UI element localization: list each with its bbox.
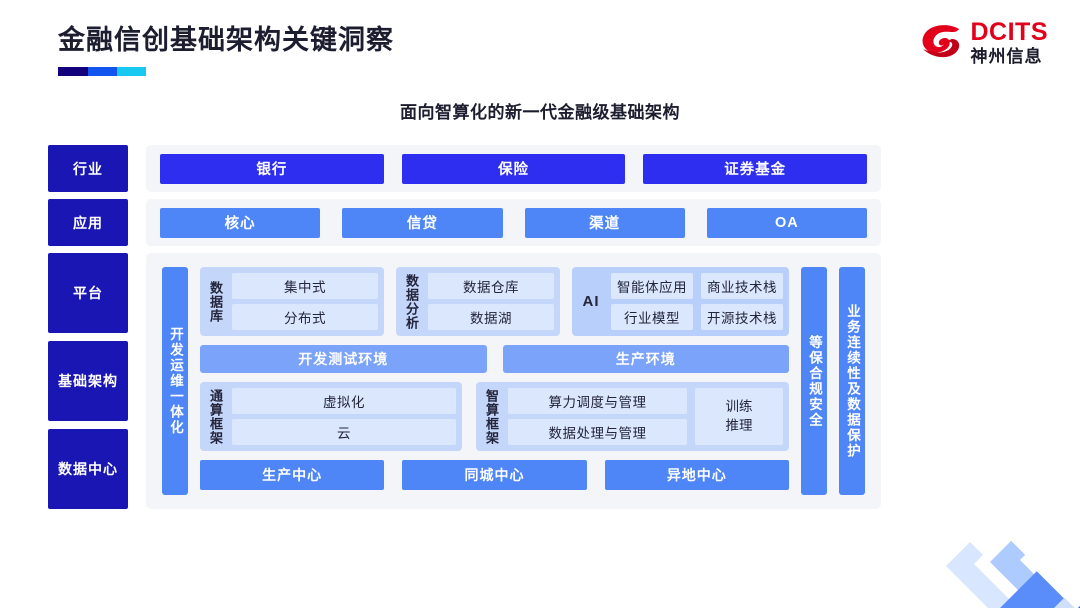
group-ai: AI 智能体应用 商业技术栈 行业模型 开源技术栈 [572,267,789,336]
page-title: 金融信创基础架构关键洞察 [58,25,394,55]
stack-label-column: 平台 基础架构 数据中心 [48,253,128,509]
architecture-diagram: 行业 银行 保险 证券基金 应用 核心 信贷 渠道 OA 平台 基础架构 数据中… [48,145,881,509]
group-title-intelligent-compute: 智算框架 [484,388,499,445]
corner-decoration [850,438,1080,608]
dcits-swirl-icon [922,24,959,57]
group-title-ai: AI [582,293,600,310]
deco-stripe [1000,571,1080,608]
stack-body-panel: 开发运维一体化 数据库 集中式 分布式 数据分析 数 [146,253,881,509]
chip-opensource-stack[interactable]: 开源技术栈 [701,304,783,330]
chip-data-warehouse[interactable]: 数据仓库 [428,273,554,299]
group-items-general-compute: 虚拟化 云 [232,388,456,445]
deco-stripe [990,540,1080,608]
environment-row: 开发测试环境 生产环境 [200,345,789,373]
dc-production-center[interactable]: 生产中心 [200,460,385,490]
group-items-data-analysis: 数据仓库 数据湖 [428,273,554,330]
chip-cloud[interactable]: 云 [232,419,456,445]
layer-stack: 平台 基础架构 数据中心 开发运维一体化 数据库 集中式 分布式 [48,253,881,509]
chip-centralized[interactable]: 集中式 [232,273,378,299]
group-intelligent-compute-framework: 智算框架 算力调度与管理 数据处理与管理 训练 推理 [476,382,789,451]
group-items-intelligent-compute: 算力调度与管理 数据处理与管理 训练 推理 [508,388,783,445]
intelligent-chip-stack: 算力调度与管理 数据处理与管理 [508,388,687,445]
platform-groups-row: 数据库 集中式 分布式 数据分析 数据仓库 数据湖 [200,267,789,336]
app-item-channel[interactable]: 渠道 [524,207,685,238]
deco-stripe [974,552,1080,608]
train-label: 训练 [725,399,753,415]
group-title-data-analysis: 数据分析 [404,273,419,330]
inference-label: 推理 [725,417,753,433]
chip-compute-scheduling[interactable]: 算力调度与管理 [508,388,687,414]
chip-industry-model[interactable]: 行业模型 [611,304,693,330]
deco-stripe [1020,531,1080,608]
env-dev-test[interactable]: 开发测试环境 [200,345,487,373]
stack-center-column: 数据库 集中式 分布式 数据分析 数据仓库 数据湖 [200,267,789,495]
dc-local-center[interactable]: 同城中心 [402,460,587,490]
group-items-database: 集中式 分布式 [232,273,378,330]
slide-header: 金融信创基础架构关键洞察 [58,18,394,76]
chip-train-inference[interactable]: 训练 推理 [695,388,783,445]
brand-logo: DCITS 神州信息 [919,20,1049,65]
deco-stripe [1062,574,1080,608]
diagram-subtitle: 面向智算化的新一代金融级基础架构 [400,103,680,122]
chip-data-processing[interactable]: 数据处理与管理 [508,419,687,445]
logo-wordmark: DCITS 神州信息 [970,18,1049,66]
logo-cn-text: 神州信息 [970,47,1043,66]
layer-label-industry: 行业 [48,145,128,192]
app-item-oa[interactable]: OA [706,207,867,238]
datacenter-row: 生产中心 同城中心 异地中心 [200,460,789,490]
layer-label-application: 应用 [48,199,128,246]
industry-item-securities-fund[interactable]: 证券基金 [643,153,868,184]
deco-stripe [1046,597,1080,608]
layer-application-body: 核心 信贷 渠道 OA [146,199,881,246]
chip-commercial-stack[interactable]: 商业技术栈 [701,273,783,299]
rule-segment-2 [87,67,117,76]
layer-label-platform: 平台 [48,253,128,333]
title-underline-rule [58,67,146,76]
group-title-database: 数据库 [208,280,223,323]
rule-segment-1 [58,67,88,76]
group-database: 数据库 集中式 分布式 [200,267,384,336]
rule-segment-3 [116,67,146,76]
app-item-credit[interactable]: 信贷 [342,207,503,238]
group-items-ai: 智能体应用 商业技术栈 行业模型 开源技术栈 [611,273,783,330]
chip-data-lake[interactable]: 数据湖 [428,304,554,330]
group-data-analysis: 数据分析 数据仓库 数据湖 [396,267,560,336]
layer-industry-body: 银行 保险 证券基金 [146,145,881,192]
side-bar-compliance-security[interactable]: 等保合规安全 [801,267,827,495]
group-title-general-compute: 通算框架 [208,388,223,445]
dc-remote-center[interactable]: 异地中心 [604,460,789,490]
industry-item-bank[interactable]: 银行 [160,153,384,184]
layer-application: 应用 核心 信贷 渠道 OA [48,199,881,246]
framework-row: 通算框架 虚拟化 云 智算框架 算力调度与管理 数据处理与管理 [200,382,789,451]
chip-distributed[interactable]: 分布式 [232,304,378,330]
chip-virtualization[interactable]: 虚拟化 [232,388,456,414]
layer-label-datacenter: 数据中心 [48,429,128,509]
env-production[interactable]: 生产环境 [502,345,789,373]
logo-en-text: DCITS [970,18,1048,46]
layer-label-infrastructure: 基础架构 [48,341,128,421]
deco-stripe [946,541,1080,608]
chip-agent-application[interactable]: 智能体应用 [611,273,693,299]
industry-item-insurance[interactable]: 保险 [401,153,626,184]
layer-industry: 行业 银行 保险 证券基金 [48,145,881,192]
side-bar-devops[interactable]: 开发运维一体化 [162,267,188,495]
side-bar-business-continuity[interactable]: 业务连续性及数据保护 [839,267,865,495]
group-general-compute-framework: 通算框架 虚拟化 云 [200,382,462,451]
app-item-core[interactable]: 核心 [160,207,321,238]
